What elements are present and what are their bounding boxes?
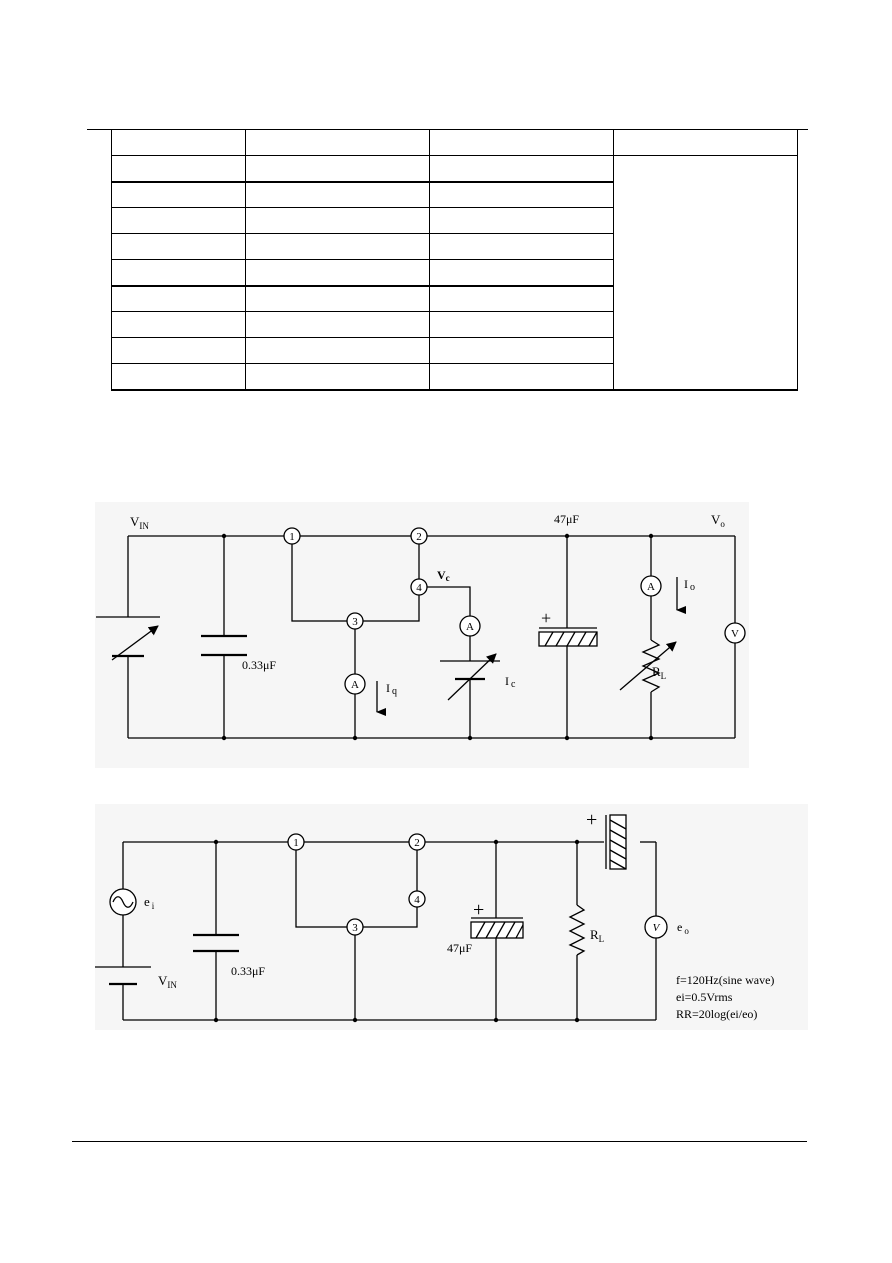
svg-text:4: 4 [416,582,422,594]
table-cell [245,259,430,286]
fig2-cmid-plus: + [473,899,484,921]
svg-text:1: 1 [293,837,299,849]
fig1-ammeter-io: A [640,575,662,597]
fig2-note-ei: ei=0.5Vrms [676,990,733,1004]
fig1-variable-battery-vc [440,653,500,701]
table-cell [245,284,430,312]
fig2-ac-source [109,888,137,916]
fig1-regulator-box [291,535,420,622]
fig2-electrolytic-cap [470,917,524,939]
svg-text:2: 2 [416,531,422,543]
fig2-note-rr: RR=20log(ei/eo) [676,1007,757,1021]
fig1-vc-label: Vc [437,568,450,583]
svg-text:V: V [731,628,739,640]
table-cell [111,363,246,390]
fig2-cmid-label: 47μF [447,941,472,955]
fig1-vin-label: VIN [130,514,149,531]
fig1-rl-wiper [619,641,677,691]
fig2-note-frequency: f=120Hz(sine wave) [676,973,774,987]
fig1-vc-wire [427,586,471,738]
fig2-junctions [213,839,580,1023]
svg-text:2: 2 [414,837,420,849]
fig2-series-cap-plus: + [586,809,597,831]
fig1-ammeter-iq: A [344,673,366,695]
table-cell [245,180,430,208]
fig2-rl-label: RL [590,927,604,944]
fig2-voltmeter: V [644,915,668,939]
table-cell [111,337,246,364]
svg-text:3: 3 [352,922,358,934]
table-row [111,207,798,234]
fig1-rl-label: RL [652,664,666,681]
fig2-cin-label: 0.33μF [231,964,265,978]
table-row [111,155,798,390]
svg-text:A: A [647,581,655,593]
fig1-node-4: 4 [410,578,428,596]
fig1-cin-label: 0.33μF [242,658,276,672]
spec-table [111,129,798,391]
table-cell [429,155,614,182]
table-row [111,284,798,312]
fig1-rl-resistor [641,639,661,693]
svg-text:A: A [351,679,359,691]
table-cell [245,363,430,390]
fig1-cout-label: 47μF [554,512,579,526]
table-cell [111,129,246,156]
fig1-vo-label: Vo [711,512,725,529]
fig1-variable-battery-vin [96,616,160,661]
fig2-rl-resistor [568,904,586,956]
table-cell [429,233,614,260]
table-cell [245,129,430,156]
table-cell [429,311,614,338]
fig2-battery-vin [95,966,151,986]
fig2-node-4: 4 [408,890,426,908]
table-row [111,363,798,390]
fig2-vin-label: VIN [158,973,177,990]
fig2-regulator-box [295,841,418,928]
fig2-node-2: 2 [408,833,426,851]
fig2-node-1: 1 [287,833,305,851]
table-cell [429,207,614,234]
fig1-electrolytic-cap [538,627,598,647]
fig1-node-2: 2 [410,527,428,545]
table-cell [429,337,614,364]
svg-text:1: 1 [289,531,295,543]
table-row [111,311,798,338]
table-cell [111,180,246,208]
fig1-node-3: 3 [346,612,364,630]
table-cell [111,155,246,182]
svg-text:A: A [466,621,474,633]
table-row [111,337,798,364]
fig1-cout-plus: + [541,608,551,628]
table-cell [613,129,798,156]
fig2-series-cap [605,814,627,870]
footer-rule [72,1141,807,1142]
fig1-ammeter-ic: A [459,615,481,637]
table-cell [245,311,430,338]
table-cell [111,259,246,286]
table-cell [429,284,614,312]
table-row [111,259,798,286]
table-cell [111,233,246,260]
fig2-node-3: 3 [346,918,364,936]
table-cell [111,311,246,338]
fig1-voltmeter: V [724,622,746,644]
table-row [111,233,798,260]
table-cell [429,363,614,390]
table-cell-merged [613,155,798,390]
svg-text:V: V [653,922,661,934]
svg-text:3: 3 [352,616,358,628]
svg-text:4: 4 [414,894,420,906]
fig1-junctions [221,533,654,741]
fig1-node-1: 1 [283,527,301,545]
